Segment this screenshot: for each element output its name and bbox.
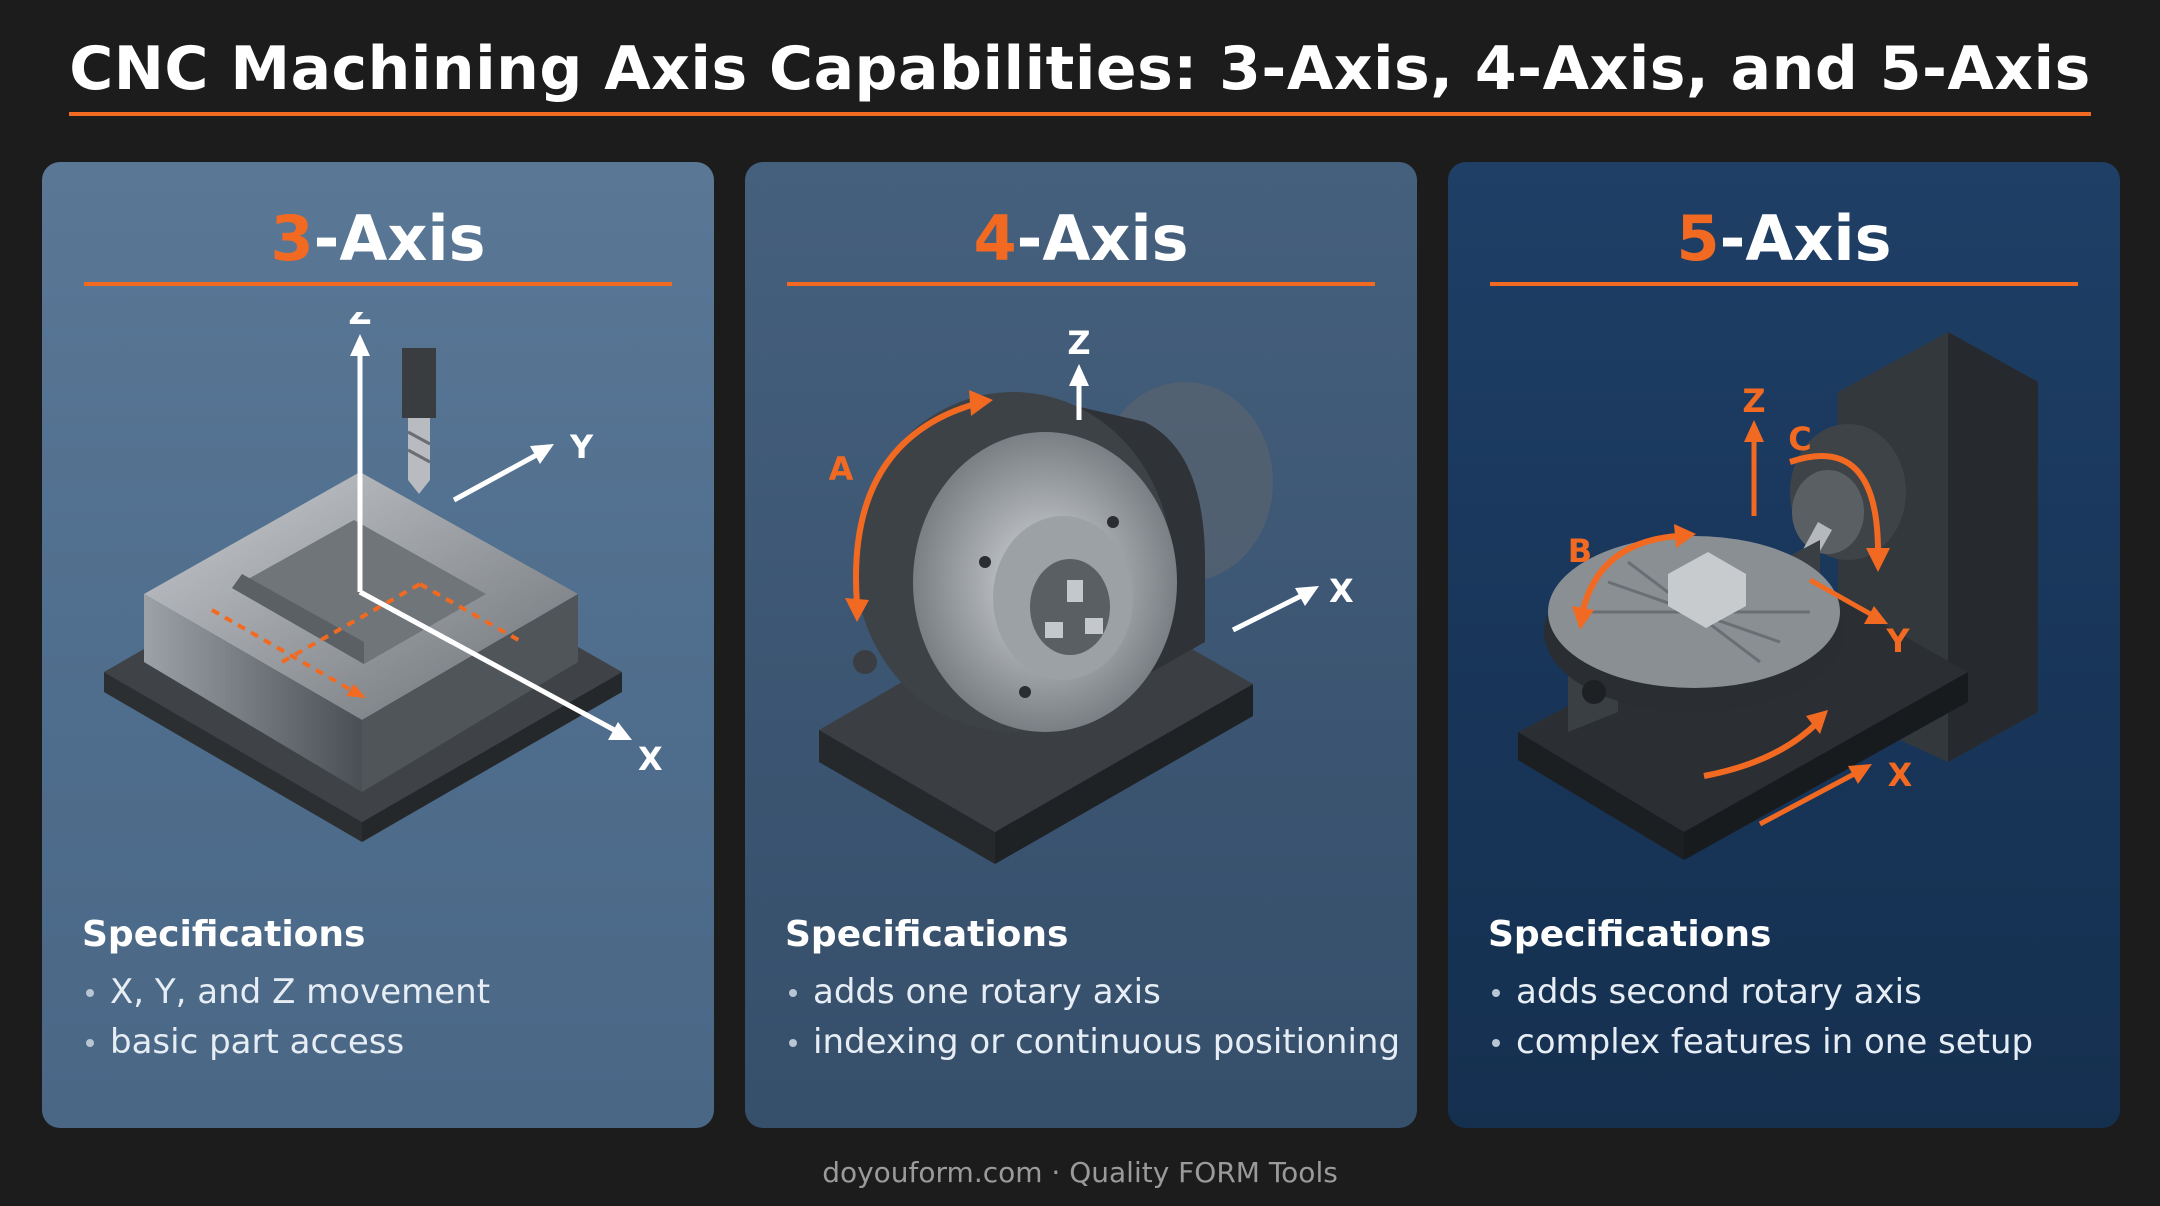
jaw-chuck bbox=[1030, 559, 1110, 655]
page-title-wrap: CNC Machining Axis Capabilities: 3-Axis,… bbox=[0, 34, 2160, 116]
spec-item: complex features in one setup bbox=[1488, 1017, 2108, 1067]
spec-item: basic part access bbox=[82, 1017, 702, 1067]
axis-suffix: -Axis bbox=[1719, 202, 1892, 275]
axis-count: 5 bbox=[1676, 202, 1720, 275]
4-axis-illustration: A Z X bbox=[819, 324, 1354, 864]
a-label: A bbox=[829, 450, 854, 488]
spec-item: adds one rotary axis bbox=[785, 967, 1405, 1017]
specifications: Specifications adds second rotary axis c… bbox=[1488, 914, 2108, 1067]
spec-item: indexing or continuous positioning bbox=[785, 1017, 1405, 1067]
workpiece bbox=[1668, 552, 1746, 628]
axis-count: 4 bbox=[973, 202, 1017, 275]
x-label: X bbox=[1888, 756, 1913, 794]
5-axis-illustration: Z C B Y X bbox=[1518, 332, 2038, 860]
x-axis-arrow bbox=[1231, 591, 1307, 633]
spec-item: adds second rotary axis bbox=[1488, 967, 2108, 1017]
z-label: Z bbox=[1742, 382, 1765, 420]
c-rotation-arrow bbox=[1789, 453, 1881, 553]
panel-3-axis: 3-Axis bbox=[42, 162, 714, 1128]
b-rotation-arrow bbox=[1579, 533, 1679, 615]
page-title: CNC Machining Axis Capabilities: 3-Axis,… bbox=[69, 34, 2091, 116]
y-label: Y bbox=[1885, 622, 1910, 660]
footer-credit: doyouform.com · Quality FORM Tools bbox=[822, 1156, 1338, 1189]
x-axis-arrow bbox=[1758, 769, 1860, 827]
specs-title: Specifications bbox=[785, 914, 1069, 955]
a-rotation-arrow bbox=[853, 401, 976, 605]
x-label: X bbox=[1329, 572, 1354, 610]
c-label: C bbox=[1788, 420, 1811, 458]
heading-underline bbox=[1490, 282, 2078, 286]
heading-underline bbox=[84, 282, 672, 286]
specs-list: adds one rotary axis indexing or continu… bbox=[785, 967, 1405, 1067]
panel-4-axis: 4-Axis A Z bbox=[745, 162, 1417, 1128]
panel-heading: 3-Axis bbox=[42, 202, 714, 275]
specs-title: Specifications bbox=[1488, 914, 1772, 955]
specifications: Specifications adds one rotary axis inde… bbox=[785, 914, 1405, 1067]
axis-suffix: -Axis bbox=[1016, 202, 1189, 275]
specs-title: Specifications bbox=[82, 914, 366, 955]
specs-list: adds second rotary axis complex features… bbox=[1488, 967, 2108, 1067]
axis-count: 3 bbox=[270, 202, 314, 275]
heading-underline bbox=[787, 282, 1375, 286]
y-axis-arrow bbox=[1808, 577, 1876, 619]
spec-item: X, Y, and Z movement bbox=[82, 967, 702, 1017]
toolpath-icon bbox=[211, 608, 359, 696]
specs-list: X, Y, and Z movement basic part access bbox=[82, 967, 702, 1067]
axis-suffix: -Axis bbox=[313, 202, 486, 275]
end-mill-icon bbox=[402, 348, 436, 418]
y-axis-arrow bbox=[452, 449, 544, 503]
panel-heading: 4-Axis bbox=[745, 202, 1417, 275]
panel-heading: 5-Axis bbox=[1448, 202, 2120, 275]
z-label: Z bbox=[1067, 324, 1090, 362]
z-label: Z bbox=[348, 312, 371, 332]
y-label: Y bbox=[569, 428, 594, 466]
b-label: B bbox=[1568, 532, 1592, 570]
panel-5-axis: 5-Axis Z C B bbox=[1448, 162, 2120, 1128]
specifications: Specifications X, Y, and Z movement basi… bbox=[82, 914, 702, 1067]
x-label: X bbox=[638, 740, 663, 778]
3-axis-illustration: Z Y X bbox=[104, 312, 663, 842]
